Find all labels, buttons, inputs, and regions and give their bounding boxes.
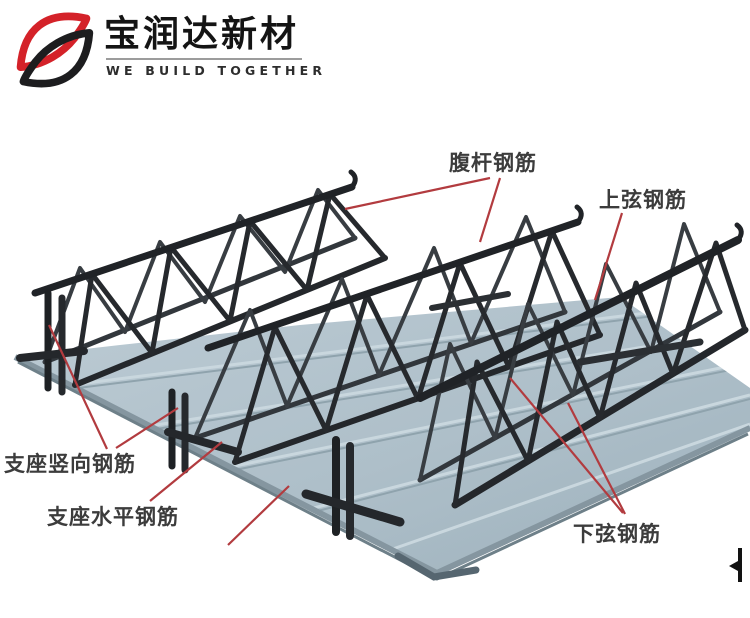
leader-top-chord: [593, 212, 624, 301]
label-web-bar: 腹杆钢筋: [449, 151, 537, 175]
label-top-chord: 上弦钢筋: [599, 188, 687, 212]
leader-web-bar-2: [478, 177, 502, 243]
label-support-vertical: 支座竖向钢筋: [4, 452, 136, 476]
leader-lines: [48, 176, 626, 546]
brand-tagline: WE BUILD TOGETHER: [106, 63, 327, 78]
truss-front-right: [301, 222, 749, 540]
brand-text-block: 宝润达新材 WE BUILD TOGETHER: [104, 6, 326, 78]
leader-support-horizontal-2: [227, 485, 290, 546]
brand-logo: 宝润达新材 WE BUILD TOGETHER: [10, 6, 326, 94]
label-support-horizontal: 支座水平钢筋: [47, 505, 179, 529]
logo-divider: [106, 58, 302, 60]
company-name: 宝润达新材: [104, 14, 300, 55]
leader-web-bar-1: [344, 176, 491, 211]
leader-bottom-chord-2: [567, 402, 626, 515]
label-bottom-chord: 下弦钢筋: [573, 522, 661, 546]
i-beam-cursor-icon: [729, 548, 742, 582]
leader-support-vertical-2: [115, 407, 179, 449]
leader-support-vertical-1: [48, 324, 108, 450]
deck-corner-fold: [394, 552, 480, 581]
leader-bottom-chord-1: [509, 377, 624, 514]
dual-leaf-logo-icon: [16, 12, 94, 88]
truss-back-left: [16, 169, 388, 396]
leader-support-horizontal-1: [149, 441, 223, 502]
